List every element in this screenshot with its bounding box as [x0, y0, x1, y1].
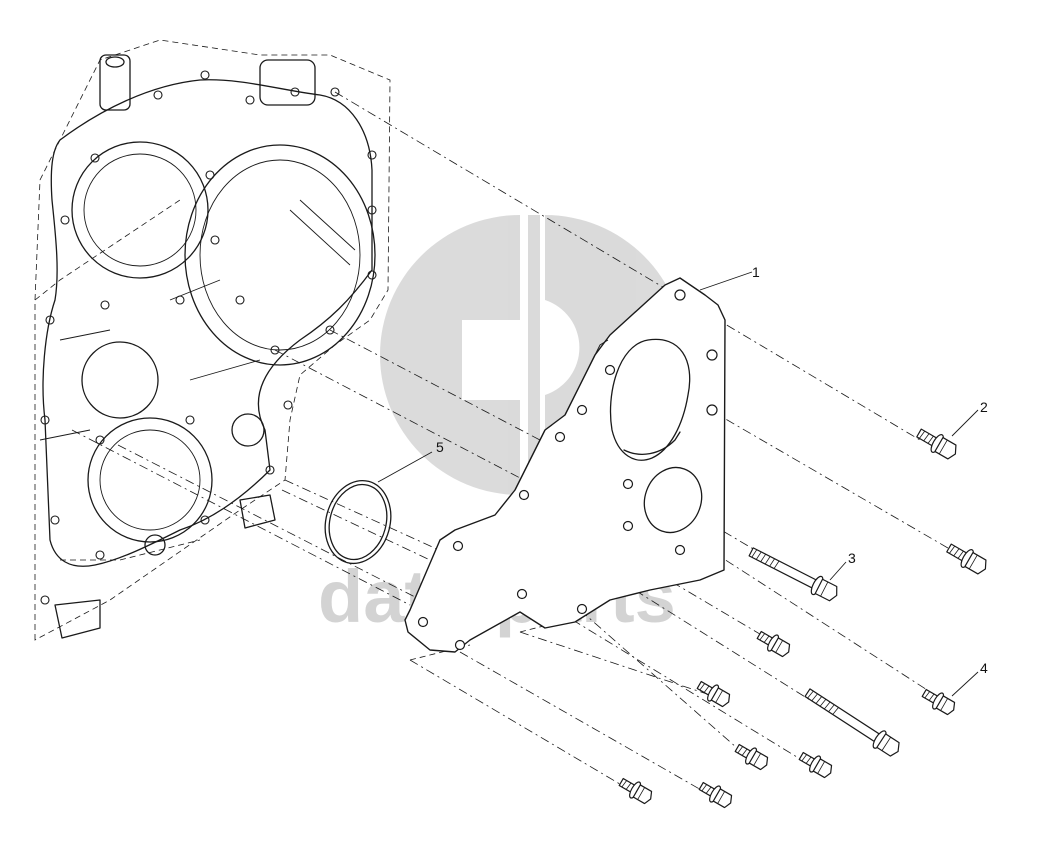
short-bolt [734, 743, 769, 771]
front-plate-part [404, 277, 726, 653]
long-bolt-3 [748, 547, 838, 602]
engine-block-outline [34, 39, 391, 641]
short-bolt [696, 680, 731, 708]
short-bolt-4 [921, 688, 956, 716]
callout-leaders [377, 271, 979, 697]
short-bolt [618, 777, 653, 805]
short-bolt-2 [916, 428, 957, 460]
callout-2: 2 [980, 399, 988, 415]
short-bolt [698, 781, 733, 809]
short-bolt [798, 751, 833, 779]
short-bolt [756, 630, 791, 658]
o-ring-part [324, 479, 392, 565]
callout-5: 5 [436, 439, 444, 455]
callout-4: 4 [980, 660, 988, 676]
long-bolt [804, 688, 900, 757]
callout-1: 1 [752, 264, 760, 280]
callout-3: 3 [848, 550, 856, 566]
short-bolt [946, 543, 987, 575]
